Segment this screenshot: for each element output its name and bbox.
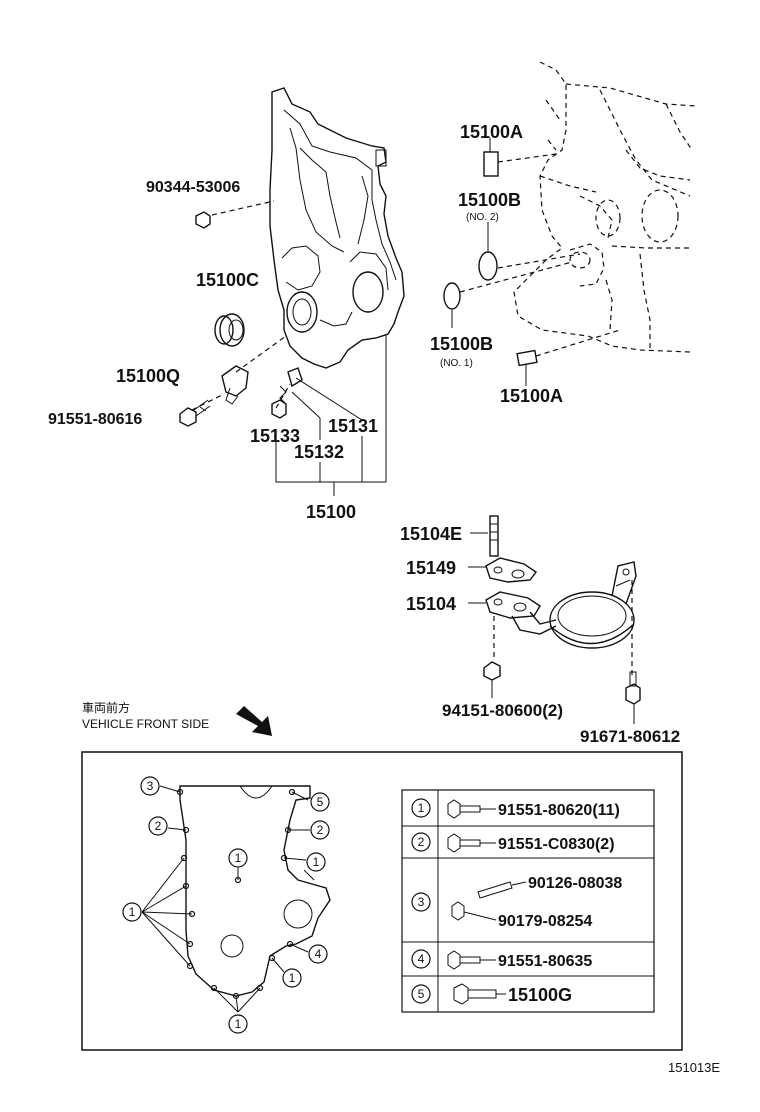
label-15100a-upper: 15100A	[460, 122, 523, 142]
o-ring-no1-drawing	[443, 282, 461, 310]
label-90344-53006: 90344-53006	[146, 179, 240, 196]
cover-outline-detail	[179, 785, 331, 997]
legend-num-3: 3	[418, 895, 425, 909]
legend-part-91551-80635: 91551-80635	[498, 953, 592, 970]
front-direction-arrow	[236, 706, 272, 736]
label-91551-80616: 91551-80616	[48, 411, 142, 428]
label-15100b-no1: 15100B	[430, 334, 493, 354]
label-15104e: 15104E	[400, 524, 462, 544]
callout-1-center: 1	[235, 851, 242, 865]
label-15100b-no1-note: (NO. 1)	[440, 358, 473, 369]
legend-num-5: 5	[418, 987, 425, 1001]
plug-90344-drawing	[195, 211, 211, 229]
label-15132: 15132	[294, 442, 344, 462]
callout-1-right: 1	[313, 855, 320, 869]
label-15133: 15133	[250, 426, 300, 446]
label-15100q: 15100Q	[116, 366, 180, 386]
legend-part-91551-c0830: 91551-C0830(2)	[498, 836, 615, 853]
orientation-jp: 車両前方	[82, 700, 130, 715]
valve-15100q-drawing	[221, 365, 249, 405]
callout-4: 4	[315, 947, 322, 961]
o-ring-no2-drawing	[478, 251, 498, 281]
label-15131: 15131	[328, 416, 378, 436]
callout-5: 5	[317, 795, 324, 809]
callout-1-bottom: 1	[235, 1017, 242, 1031]
engine-block-drawing	[513, 61, 697, 353]
legend-part-15100g: 15100G	[508, 985, 572, 1005]
callout-circles	[122, 776, 330, 1034]
bolt-91551-80616-drawing	[179, 399, 211, 427]
bolt-91671-drawing	[625, 671, 641, 705]
label-15100b-no2: 15100B	[458, 190, 521, 210]
label-15100c: 15100C	[196, 270, 259, 290]
callout-2-right: 2	[317, 823, 324, 837]
legend-num-1: 1	[418, 801, 425, 815]
detail-leaders	[141, 785, 310, 1013]
legend-part-90126-08038: 90126-08038	[528, 875, 622, 892]
legend-table	[401, 789, 655, 1013]
callout-1-lower-right: 1	[289, 971, 296, 985]
label-91671-80612: 91671-80612	[580, 727, 680, 746]
detail-frame	[81, 751, 683, 1051]
bolt-points	[176, 788, 296, 1000]
callout-3: 3	[147, 779, 154, 793]
legend-part-91551-80620: 91551-80620(11)	[498, 802, 620, 819]
figure-id: 151013E	[668, 1060, 720, 1075]
label-94151-80600: 94151-80600(2)	[442, 701, 563, 720]
label-15100: 15100	[306, 502, 356, 522]
orientation-en: VEHICLE FRONT SIDE	[82, 717, 209, 731]
label-15100a-lower: 15100A	[500, 386, 563, 406]
gasket-15149-drawing	[485, 557, 538, 583]
stud-15104e-drawing	[489, 515, 499, 557]
legend-num-2: 2	[418, 835, 425, 849]
relief-valve-parts-drawing	[271, 367, 303, 419]
dowel-15100a-lower-drawing	[516, 349, 538, 367]
callout-1-left: 1	[129, 905, 136, 919]
timing-chain-cover-drawing	[269, 87, 405, 369]
strainer-15104-drawing	[485, 561, 637, 649]
callout-2-left: 2	[155, 819, 162, 833]
label-15100b-no2-note: (NO. 2)	[466, 212, 499, 223]
label-15149: 15149	[406, 558, 456, 578]
legend-part-90179-08254: 90179-08254	[498, 913, 592, 930]
dowel-15100a-upper-drawing	[483, 151, 499, 177]
label-15104: 15104	[406, 594, 456, 614]
legend-num-4: 4	[418, 952, 425, 966]
nut-94151-drawing	[483, 661, 501, 681]
oil-seal-15100c-drawing	[214, 313, 245, 347]
